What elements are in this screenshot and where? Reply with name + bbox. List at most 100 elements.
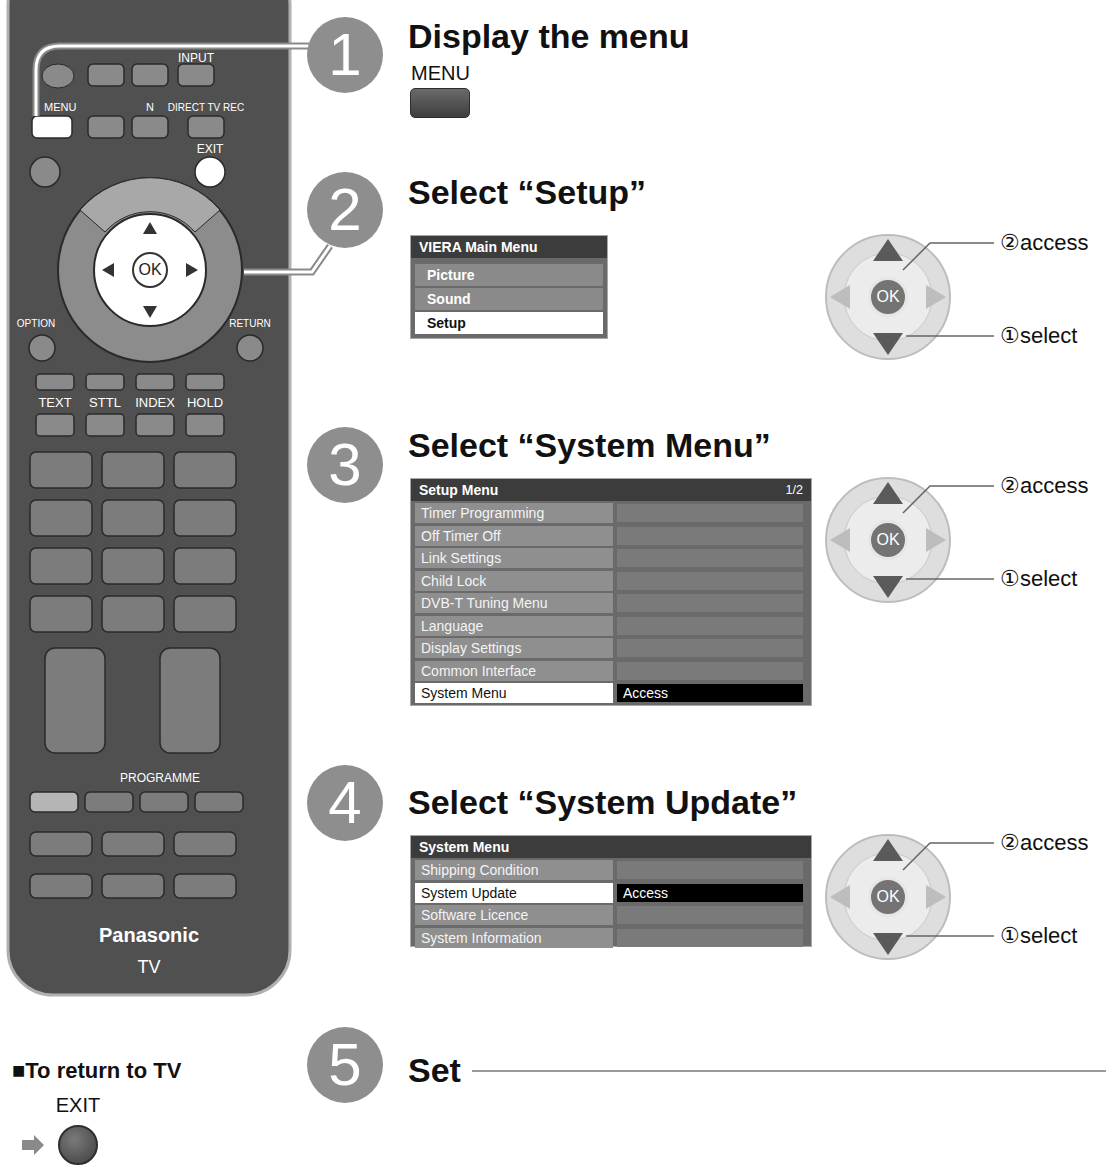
remote-label: TEXT (38, 395, 71, 411)
value-band (617, 662, 803, 680)
remote-button (102, 832, 164, 856)
remote-button (102, 548, 164, 584)
arrow-symbol (926, 528, 946, 552)
direction-pad (826, 835, 950, 959)
remote-button (186, 374, 224, 390)
remote-button (30, 832, 92, 856)
leader-line (36, 46, 309, 116)
menu-value: Access (617, 884, 803, 902)
value-band (617, 617, 803, 635)
ok-button: OK (868, 277, 908, 317)
button-label: OK (138, 261, 161, 279)
value-band (617, 527, 803, 545)
remote-button (86, 414, 124, 436)
step-number: 2 (328, 180, 361, 240)
menu-item: Display Settings (415, 638, 807, 658)
ok-button: OK (868, 520, 908, 560)
step-number: 5 (328, 1035, 361, 1095)
navigation-ring (58, 178, 242, 362)
menu-screen: Setup Menu1/2Timer ProgrammingOff Timer … (410, 478, 812, 706)
remote-button (174, 874, 236, 898)
leader-line (36, 46, 309, 116)
value-band (617, 504, 803, 522)
menu-item: DVB-T Tuning Menu (415, 593, 807, 613)
leader-line (244, 246, 330, 272)
remote-label: Panasonic (99, 923, 199, 947)
menu-item-text: Shipping Condition (415, 860, 613, 880)
remote-label: PROGRAMME (120, 771, 200, 785)
step-number: 4 (328, 773, 361, 833)
remote-label: TV (137, 957, 160, 979)
remote-button (195, 792, 243, 812)
pad-ring (826, 478, 950, 602)
remote-button (136, 374, 174, 390)
button-label: MENU (411, 61, 469, 85)
callout-label: ①select (1000, 566, 1077, 592)
pad-inner (844, 496, 932, 584)
remote-label: N (146, 101, 154, 114)
exit-button: EXIT (58, 1125, 98, 1165)
menu-item-text: System Menu (415, 683, 613, 703)
callout-label: ②access (1000, 830, 1088, 856)
remote-button (30, 548, 92, 584)
menu-item-text: Language (415, 616, 613, 636)
menu-heading: Setup Menu (411, 479, 506, 501)
menu-value: Access (617, 684, 803, 702)
menu-item: Common Interface (415, 661, 807, 681)
pad-ring (826, 235, 950, 359)
menu-item-text: DVB-T Tuning Menu (415, 593, 613, 613)
menu-button: MENU (410, 88, 470, 118)
remote-body (8, 0, 290, 995)
remote-button (36, 414, 74, 436)
arrow-symbol (873, 239, 903, 261)
remote-button (42, 64, 74, 88)
callout-label: ①select (1000, 923, 1077, 949)
remote-button (88, 64, 124, 86)
step-number: 3 (328, 435, 361, 495)
value-band (617, 929, 803, 947)
remote-button (174, 452, 236, 488)
remote-label: MENU (44, 101, 76, 114)
arrow-symbol (873, 576, 903, 598)
menu-item: Link Settings (415, 548, 807, 568)
menu-item-text: Display Settings (415, 638, 613, 658)
return-note: ■To return to TV (12, 1058, 181, 1084)
remote-button (178, 64, 214, 86)
menu-heading: VIERA Main Menu (411, 236, 546, 258)
menu-item: Picture (415, 264, 603, 286)
button-label: OK (876, 288, 899, 306)
menu-item: System MenuAccess (415, 683, 807, 703)
pad-ring (826, 835, 950, 959)
menu-item: Software Licence (415, 905, 807, 925)
arrow-symbol (830, 285, 850, 309)
direction-pad (826, 235, 950, 359)
arrow-symbol (873, 333, 903, 355)
callout-label: ①select (1000, 323, 1077, 349)
remote-ok-button: OK (132, 252, 168, 288)
remote-button (102, 452, 164, 488)
remote-button (88, 116, 124, 138)
leader-line (906, 578, 994, 580)
menu-item: Timer Programming (415, 503, 807, 523)
remote-label: DIRECT TV REC (168, 102, 244, 114)
menu-heading: System Menu (411, 836, 517, 858)
remote-button (188, 116, 224, 138)
leader-line (244, 246, 330, 272)
menu-item: System Information (415, 928, 807, 948)
value-band (617, 572, 803, 590)
menu-heading: 1/2 (778, 479, 811, 501)
remote-button (86, 374, 124, 390)
remote-label: INPUT (178, 51, 214, 65)
arrow-symbol (830, 885, 850, 909)
pad-inner (844, 253, 932, 341)
remote-button (36, 374, 74, 390)
menu-item: Language (415, 616, 807, 636)
remote-button (140, 792, 188, 812)
remote-button (30, 500, 92, 536)
remote-button (30, 792, 78, 812)
remote-button (174, 596, 236, 632)
menu-item-text: Picture (415, 267, 474, 283)
step-circle: 4 (307, 765, 383, 841)
callout-label: ②access (1000, 230, 1088, 256)
